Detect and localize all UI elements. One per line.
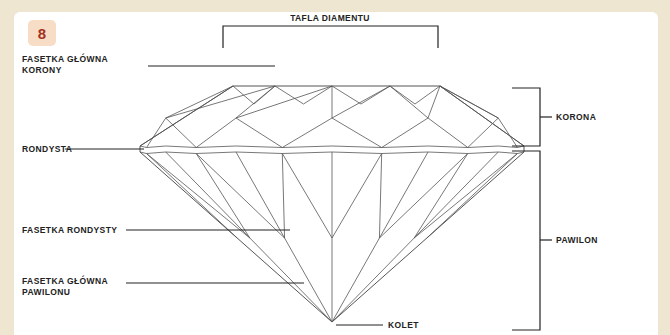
part-label: KOLET	[388, 320, 419, 331]
facet-edge	[166, 86, 233, 118]
table-label: TAFLA DIAMENTU	[290, 13, 370, 24]
facet-edge	[332, 86, 361, 104]
facet-edge	[332, 86, 333, 118]
facet-edge	[254, 86, 275, 104]
facet-edge	[414, 154, 517, 239]
leader-line	[540, 239, 552, 240]
facet-edge	[236, 86, 275, 118]
facet-edge	[147, 118, 166, 148]
facet-edge	[332, 118, 382, 148]
facet-edge	[332, 154, 382, 239]
leader-line	[126, 229, 290, 230]
pavilion-bracket	[512, 151, 540, 330]
part-label: FASETKA GŁÓWNA PAWILONU	[22, 276, 140, 298]
facet-edge	[440, 86, 524, 146]
facet-edge	[304, 86, 333, 104]
facet-edge	[332, 86, 390, 118]
section-label: PAWILON	[556, 235, 598, 246]
facet-edge	[390, 86, 428, 118]
section-label: KORONA	[556, 112, 596, 123]
facet-edge	[379, 154, 381, 239]
table-bracket	[223, 26, 438, 48]
panel	[14, 12, 658, 335]
facet-edge	[233, 86, 254, 104]
facet-edge	[282, 154, 284, 239]
facet-edge	[236, 86, 332, 118]
facet-edge	[282, 154, 332, 239]
facet-edge	[196, 154, 284, 239]
leader-line	[148, 65, 275, 66]
leader-line	[336, 324, 383, 325]
callout-badge: 8	[28, 20, 56, 46]
part-label: RONDYSTA	[22, 144, 72, 155]
facet-edge	[361, 86, 390, 104]
facet-edge	[440, 86, 498, 118]
part-label: FASETKA RONDYSTY	[22, 225, 117, 236]
leader-line	[540, 116, 552, 117]
facet-edge	[379, 154, 467, 239]
facet-edge	[428, 118, 468, 148]
callout-number: 8	[38, 25, 46, 42]
facet-edge	[166, 152, 332, 322]
facet-edge	[427, 154, 518, 239]
facet-edge	[196, 118, 236, 148]
facet-edge	[468, 118, 499, 148]
crown-bracket	[512, 88, 540, 146]
facet-edge	[282, 118, 332, 148]
facet-edge	[236, 118, 282, 148]
facet-edge	[166, 118, 197, 148]
facet-edge	[390, 86, 415, 104]
leader-line	[126, 282, 304, 283]
facet-edge	[498, 118, 517, 148]
facet-edge	[415, 86, 440, 104]
facet-edge	[166, 86, 275, 118]
diamond-outline	[140, 86, 524, 322]
part-label: FASETKA GŁÓWNA KORONY	[22, 54, 140, 76]
facet-edge	[440, 86, 498, 118]
facet-edge	[147, 154, 238, 239]
facet-edge	[275, 86, 304, 104]
leader-line	[65, 148, 144, 149]
facet-edge	[196, 154, 250, 239]
facet-edge	[140, 86, 233, 146]
facet-edge	[147, 154, 250, 239]
facet-edge	[382, 118, 428, 148]
